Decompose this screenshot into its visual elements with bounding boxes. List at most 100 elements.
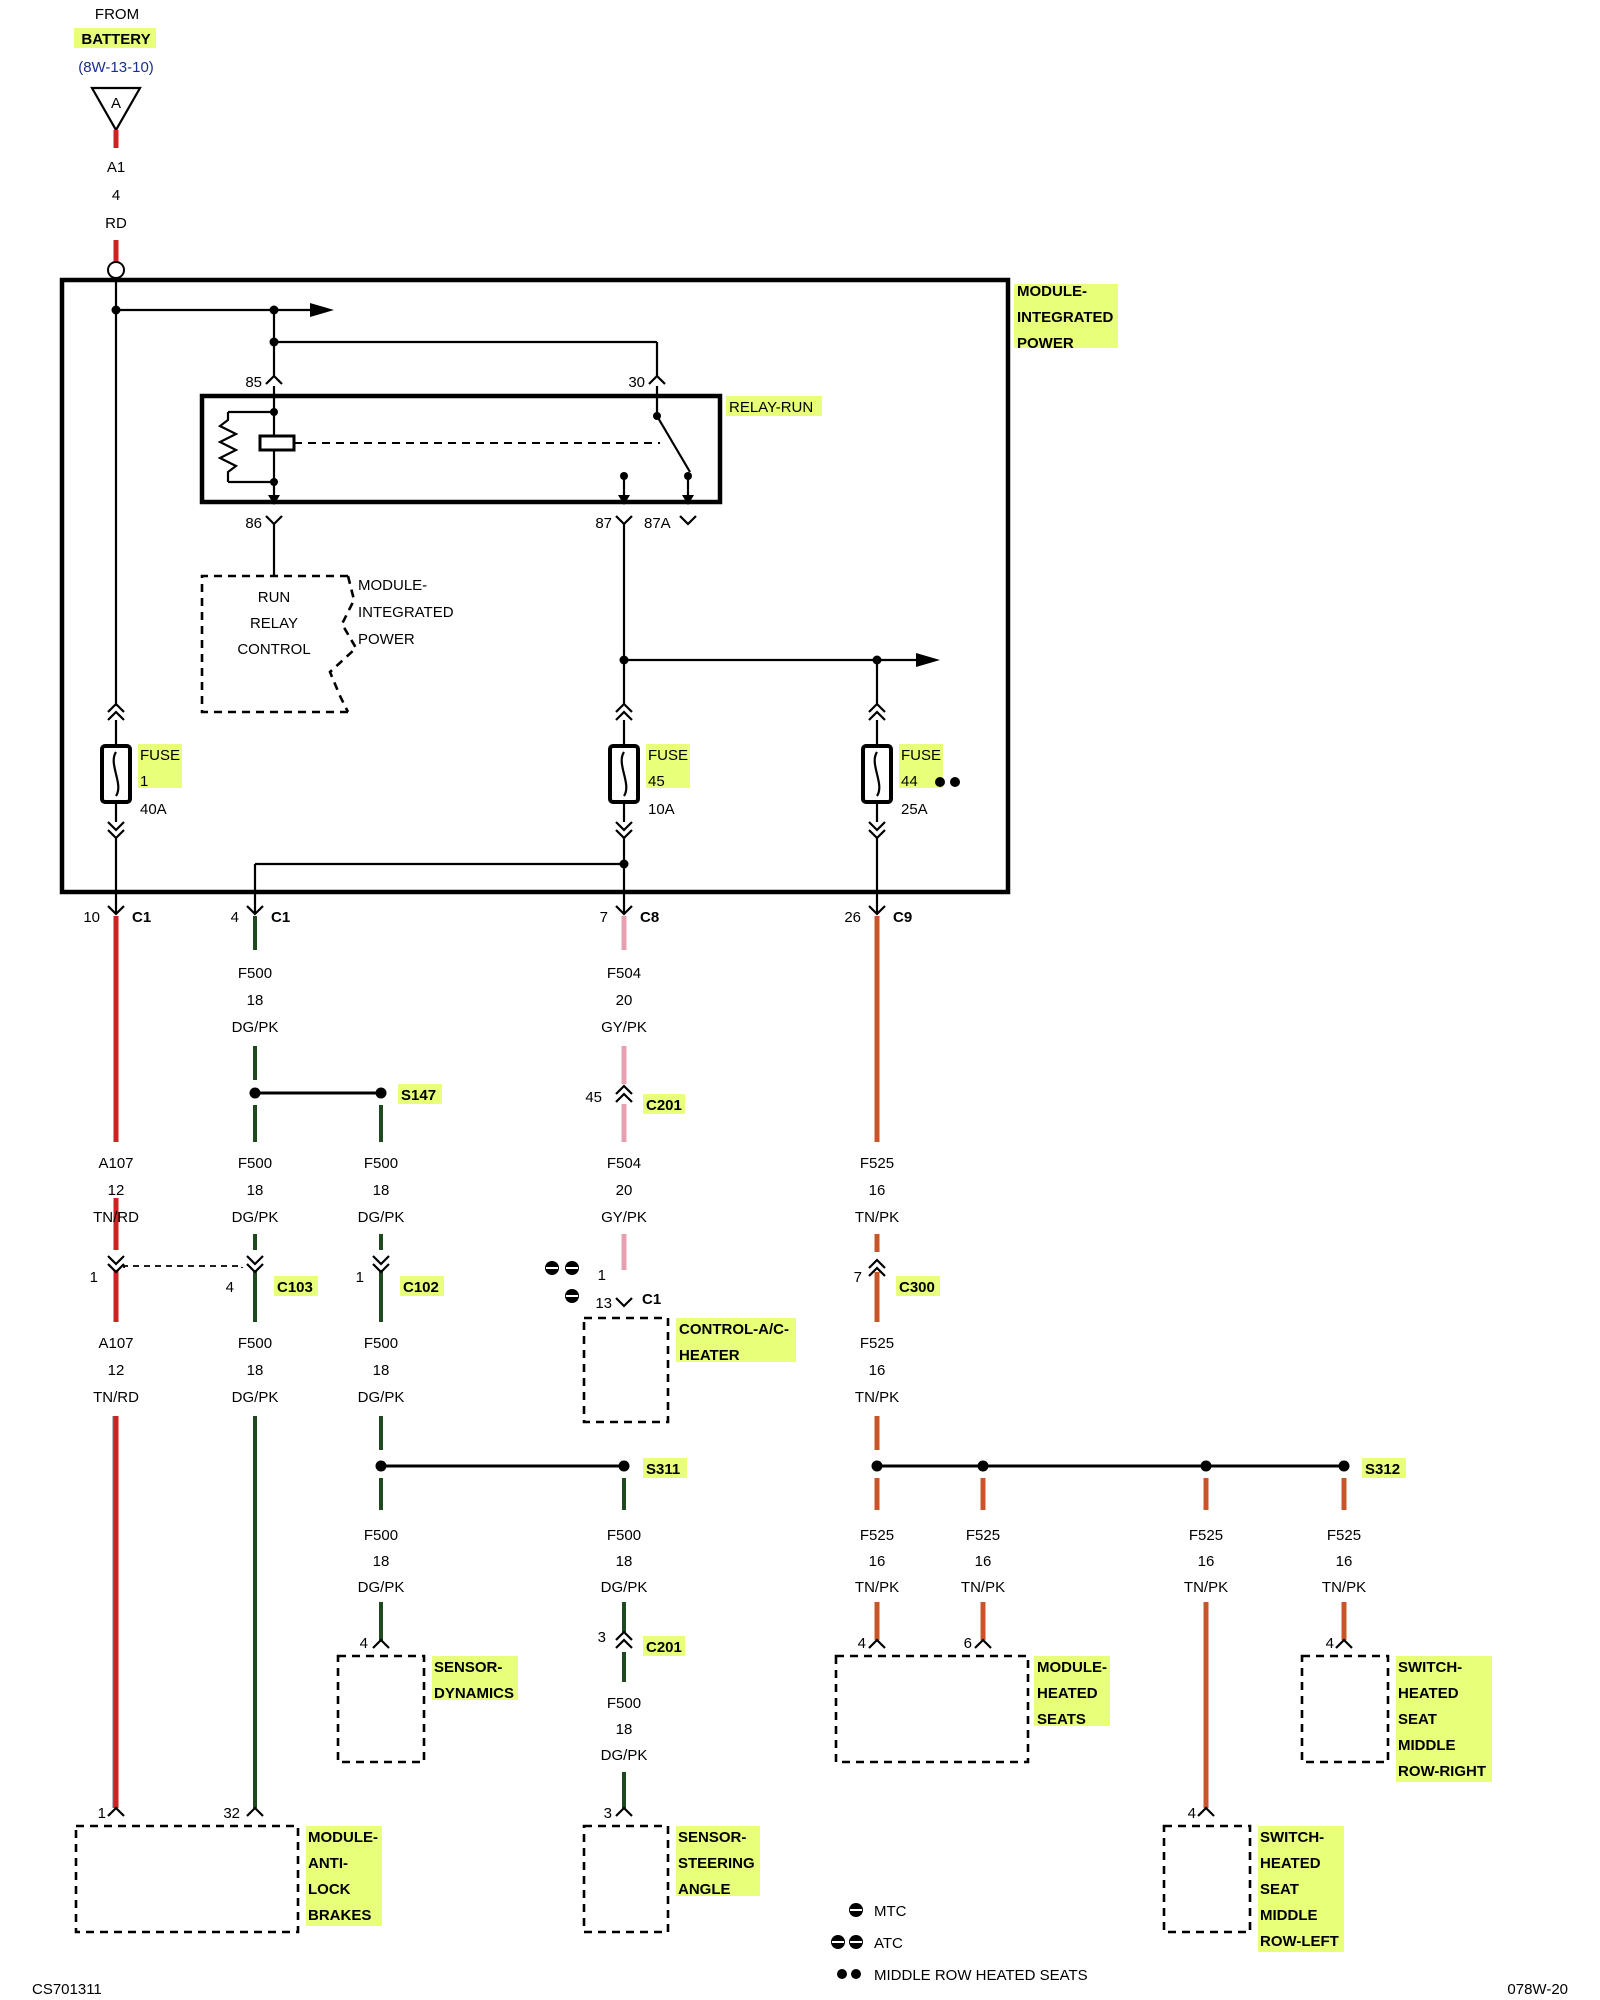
switch-right-label-1: SWITCH-	[1398, 1659, 1462, 1676]
f500-circuit-2: F500	[238, 1155, 272, 1172]
abs-label-1: MODULE-	[308, 1829, 378, 1846]
f525-color-2: TN/PK	[855, 1389, 899, 1406]
rrc-module-2: INTEGRATED	[358, 604, 454, 621]
control-ac-heater-box[interactable]	[582, 1316, 670, 1424]
fuse-44-number: 44	[901, 773, 918, 790]
f525-circuit-2: F525	[860, 1335, 894, 1352]
switch-heated-seat-left-box[interactable]	[1162, 1824, 1252, 1934]
module-label-2: INTEGRATED	[1017, 309, 1114, 326]
c102-name: C102	[403, 1279, 439, 1296]
pin-c8-7-conn: C8	[640, 909, 659, 926]
f500-gauge-7: 18	[616, 1553, 633, 1570]
f525-circuit-4: F525	[966, 1527, 1000, 1544]
f525-gauge-2: 16	[869, 1362, 886, 1379]
hvac-label-1: CONTROL-A/C-	[679, 1321, 789, 1338]
legend-middle-row: MIDDLE ROW HEATED SEATS	[874, 1967, 1088, 1984]
legend-middle-row-icon	[837, 1969, 861, 1979]
rrc-line-1: RUN	[258, 589, 291, 606]
steering-label-1: SENSOR-	[678, 1829, 746, 1846]
hvac-label-2: HEATER	[679, 1347, 740, 1364]
heated-seats-pin-b: 6	[964, 1635, 972, 1652]
connector-letter: A	[111, 95, 121, 112]
switch-heated-seat-right-box[interactable]	[1300, 1654, 1390, 1764]
a107-color-2: TN/RD	[93, 1389, 139, 1406]
from-reference[interactable]: (8W-13-10)	[78, 59, 154, 76]
pin-c1-10-conn: C1	[132, 909, 151, 926]
c201-upper-cavity: 45	[585, 1089, 602, 1106]
abs-label-4: BRAKES	[308, 1907, 371, 1924]
hvac-c1-cavity-a: 1	[598, 1267, 606, 1284]
switch-right-label-3: SEAT	[1398, 1711, 1437, 1728]
switch-left-pin: 4	[1188, 1805, 1196, 1822]
fuse-44-amps: 25A	[901, 801, 928, 818]
battery-label: BATTERY	[81, 31, 150, 48]
middle-row-seats-marker	[935, 777, 960, 787]
fuse-1-amps: 40A	[140, 801, 167, 818]
fuse-1-number: 1	[140, 773, 148, 790]
a107-gauge-2: 12	[108, 1362, 125, 1379]
steering-label-3: ANGLE	[678, 1881, 731, 1898]
pin-c8-7-cavity: 7	[600, 909, 608, 926]
splice-s147: S147	[401, 1087, 436, 1104]
module-heated-seats-box[interactable]	[834, 1654, 1030, 1764]
steering-label-2: STEERING	[678, 1855, 755, 1872]
relay-pin-30: 30	[628, 374, 645, 391]
legend-mtc: MTC	[874, 1903, 907, 1920]
heated-seats-label-3: SEATS	[1037, 1711, 1086, 1728]
top-color: RD	[105, 215, 127, 232]
f504-color-2: GY/PK	[601, 1209, 647, 1226]
atc-marker-hvac	[545, 1261, 579, 1275]
hvac-c1-name: C1	[642, 1291, 661, 1308]
sensor-dyn-label-1: SENSOR-	[434, 1659, 502, 1676]
f500-gauge: 18	[247, 992, 264, 1009]
c201-lower-name: C201	[646, 1639, 682, 1656]
f500-color-5: DG/PK	[358, 1389, 405, 1406]
f500-gauge-8: 18	[616, 1721, 633, 1738]
f525-color-6: TN/PK	[1322, 1579, 1366, 1596]
sensor-dyn-pin: 4	[360, 1635, 368, 1652]
relay-pin-85: 85	[245, 374, 262, 391]
f525-gauge-4: 16	[975, 1553, 992, 1570]
sensor-steering-angle-box[interactable]	[582, 1824, 670, 1934]
fuse-1	[100, 702, 132, 892]
f525-color-5: TN/PK	[1184, 1579, 1228, 1596]
pin-markers	[107, 892, 886, 916]
fuse-45-label: FUSE	[648, 747, 688, 764]
rrc-line-3: CONTROL	[237, 641, 310, 658]
a107-color-1: TN/RD	[93, 1209, 139, 1226]
sensor-dynamics-box[interactable]	[336, 1654, 426, 1764]
rrc-module-1: MODULE-	[358, 577, 427, 594]
c103-name: C103	[277, 1279, 313, 1296]
f504-color: GY/PK	[601, 1019, 647, 1036]
fuse-45-number: 45	[648, 773, 665, 790]
f525-circuit-5: F525	[1189, 1527, 1223, 1544]
relay-pin-87a: 87A	[644, 515, 671, 532]
module-integrated-power-box	[59, 277, 1011, 895]
f500-color-4: DG/PK	[232, 1389, 279, 1406]
abs-label-2: ANTI-	[308, 1855, 348, 1872]
module-anti-lock-brakes-box[interactable]	[74, 1824, 300, 1934]
c102-cavity: 1	[356, 1269, 364, 1286]
relay-run-box	[199, 393, 723, 505]
f504-circuit: F504	[607, 965, 641, 982]
splice-s311: S311	[646, 1461, 680, 1478]
legend-mtc-icon	[849, 1903, 863, 1917]
f500-color: DG/PK	[232, 1019, 279, 1036]
a107-circuit-2: A107	[98, 1335, 133, 1352]
f500-color-3: DG/PK	[358, 1209, 405, 1226]
c300-name: C300	[899, 1279, 935, 1296]
c103-left-cavity: 1	[90, 1269, 98, 1286]
top-cavity: A1	[107, 159, 125, 176]
f500-color-8: DG/PK	[601, 1747, 648, 1764]
f525-gauge-6: 16	[1336, 1553, 1353, 1570]
f525-gauge-3: 16	[869, 1553, 886, 1570]
pin-c9-26-cavity: 26	[844, 909, 861, 926]
battery-connector-triangle	[90, 86, 142, 133]
sensor-dyn-label-2: DYNAMICS	[434, 1685, 514, 1702]
f500-circuit-4: F500	[238, 1335, 272, 1352]
module-label-3: POWER	[1017, 335, 1074, 352]
relay-pin-86: 86	[245, 515, 262, 532]
heated-seats-pin-a: 4	[858, 1635, 866, 1652]
f500-gauge-4: 18	[247, 1362, 264, 1379]
